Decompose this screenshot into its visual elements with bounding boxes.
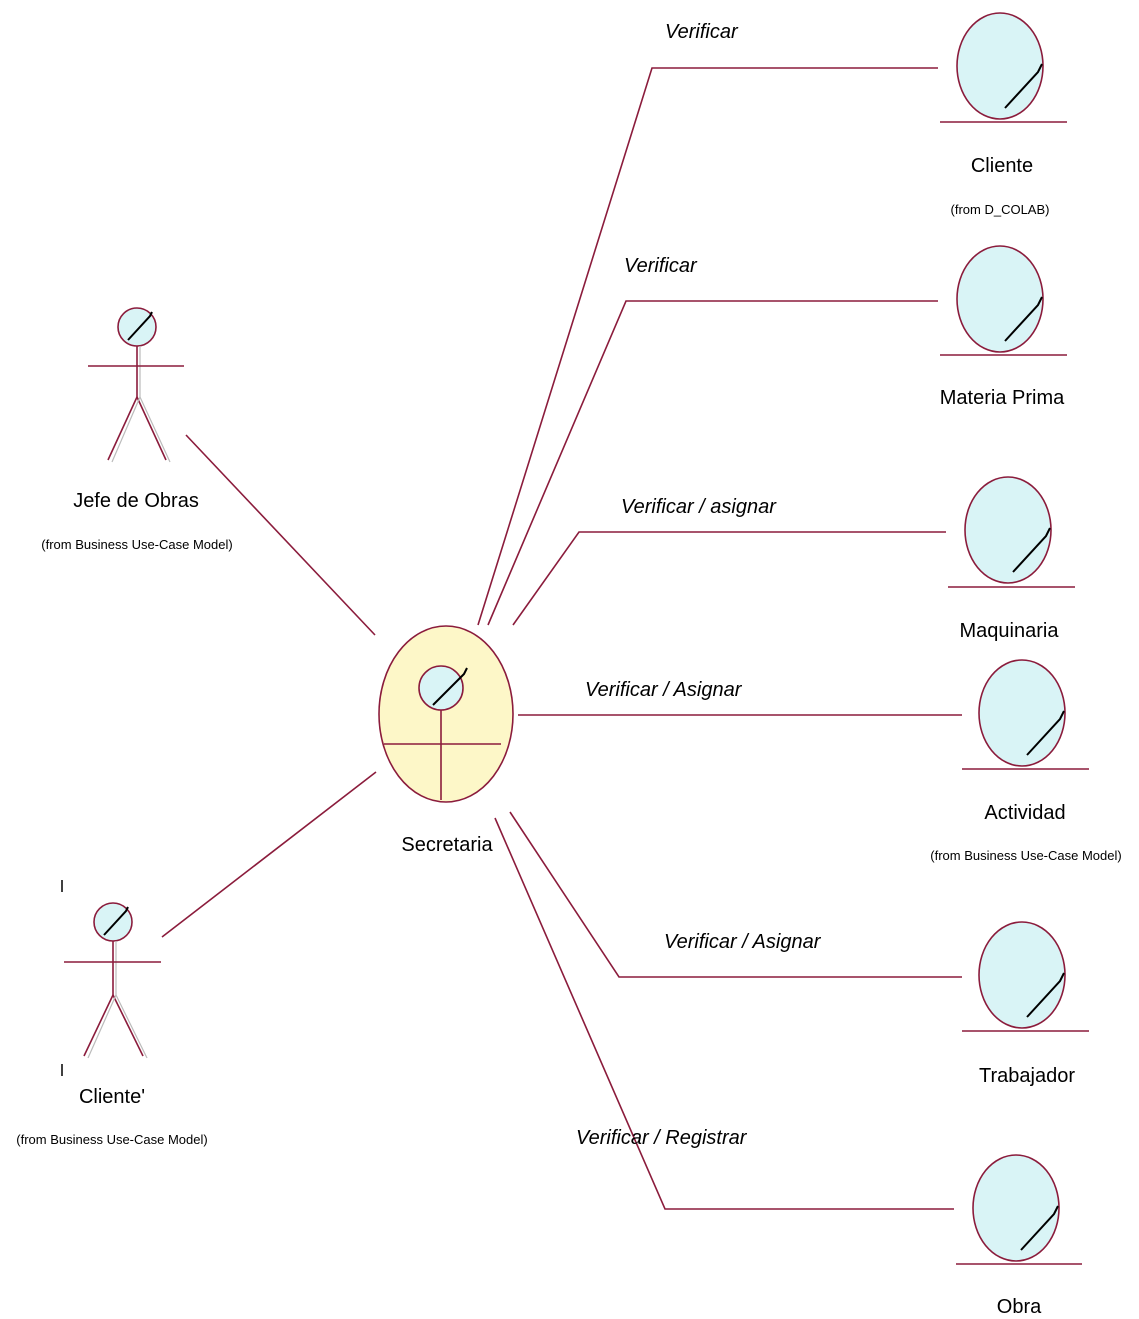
entity-package: (from Business Use-Case Model) xyxy=(930,848,1121,863)
actor-head-mark-icon xyxy=(103,906,129,936)
association-label: Verificar xyxy=(624,255,698,277)
entity-name: Maquinaria xyxy=(960,620,1060,642)
association-line-cliente[interactable] xyxy=(477,67,938,626)
worker-head-mark-icon xyxy=(432,667,468,706)
actor-package: (from Business Use-Case Model) xyxy=(41,537,232,552)
entity-mark-icon xyxy=(1004,296,1043,342)
business-entity-actividad[interactable] xyxy=(962,659,1089,770)
actor-jefe-de-obras[interactable] xyxy=(88,307,184,463)
entity-name: Trabajador xyxy=(979,1065,1075,1087)
association-line-materia-prima[interactable] xyxy=(487,300,938,626)
association-line-obra[interactable] xyxy=(494,817,954,1210)
association-line-maquinaria[interactable] xyxy=(512,531,946,626)
entity-package: (from D_COLAB) xyxy=(951,202,1050,217)
association-line-trabajador[interactable] xyxy=(509,811,962,978)
entity-icon xyxy=(964,476,1052,584)
business-worker-secretaria[interactable] xyxy=(378,625,514,803)
actor-cliente-prime[interactable] xyxy=(64,902,161,1059)
association-label: Verificar / Asignar xyxy=(585,679,743,701)
association-cliente-actor-secretaria[interactable] xyxy=(161,771,377,938)
entity-icon xyxy=(956,12,1044,120)
entity-name: Actividad xyxy=(984,802,1065,824)
business-entity-trabajador[interactable] xyxy=(962,921,1089,1032)
entity-name: Obra xyxy=(997,1296,1042,1318)
actor-name: Jefe de Obras xyxy=(73,490,199,512)
entity-mark-icon xyxy=(1026,710,1065,756)
association-jefe-secretaria[interactable] xyxy=(185,434,376,636)
association-label: Verificar xyxy=(665,21,739,43)
worker-body-icon xyxy=(378,625,514,803)
association-label: Verificar / asignar xyxy=(621,496,777,518)
business-entity-cliente[interactable] xyxy=(940,12,1067,123)
actor-name: Cliente' xyxy=(79,1086,145,1108)
association-label: Verificar / Asignar xyxy=(664,931,822,953)
entity-name: Materia Prima xyxy=(940,387,1065,409)
business-entity-maquinaria[interactable] xyxy=(948,476,1075,588)
actor-head-mark-icon xyxy=(127,311,153,341)
business-entity-obra[interactable] xyxy=(956,1154,1082,1265)
actor-package: (from Business Use-Case Model) xyxy=(16,1132,207,1147)
entity-icon xyxy=(956,245,1044,353)
entity-icon xyxy=(972,1154,1060,1262)
entity-name: Cliente xyxy=(971,155,1033,177)
entity-mark-icon xyxy=(1026,972,1065,1018)
business-entity-materia-prima[interactable] xyxy=(940,245,1067,356)
worker-name: Secretaria xyxy=(401,834,493,856)
entity-icon xyxy=(978,659,1066,767)
entity-icon xyxy=(978,921,1066,1029)
entity-mark-icon xyxy=(1012,527,1051,573)
entity-mark-icon xyxy=(1020,1205,1059,1251)
entity-mark-icon xyxy=(1004,63,1043,109)
worker-head-icon xyxy=(418,665,464,711)
association-label: Verificar / Registrar xyxy=(576,1127,748,1149)
